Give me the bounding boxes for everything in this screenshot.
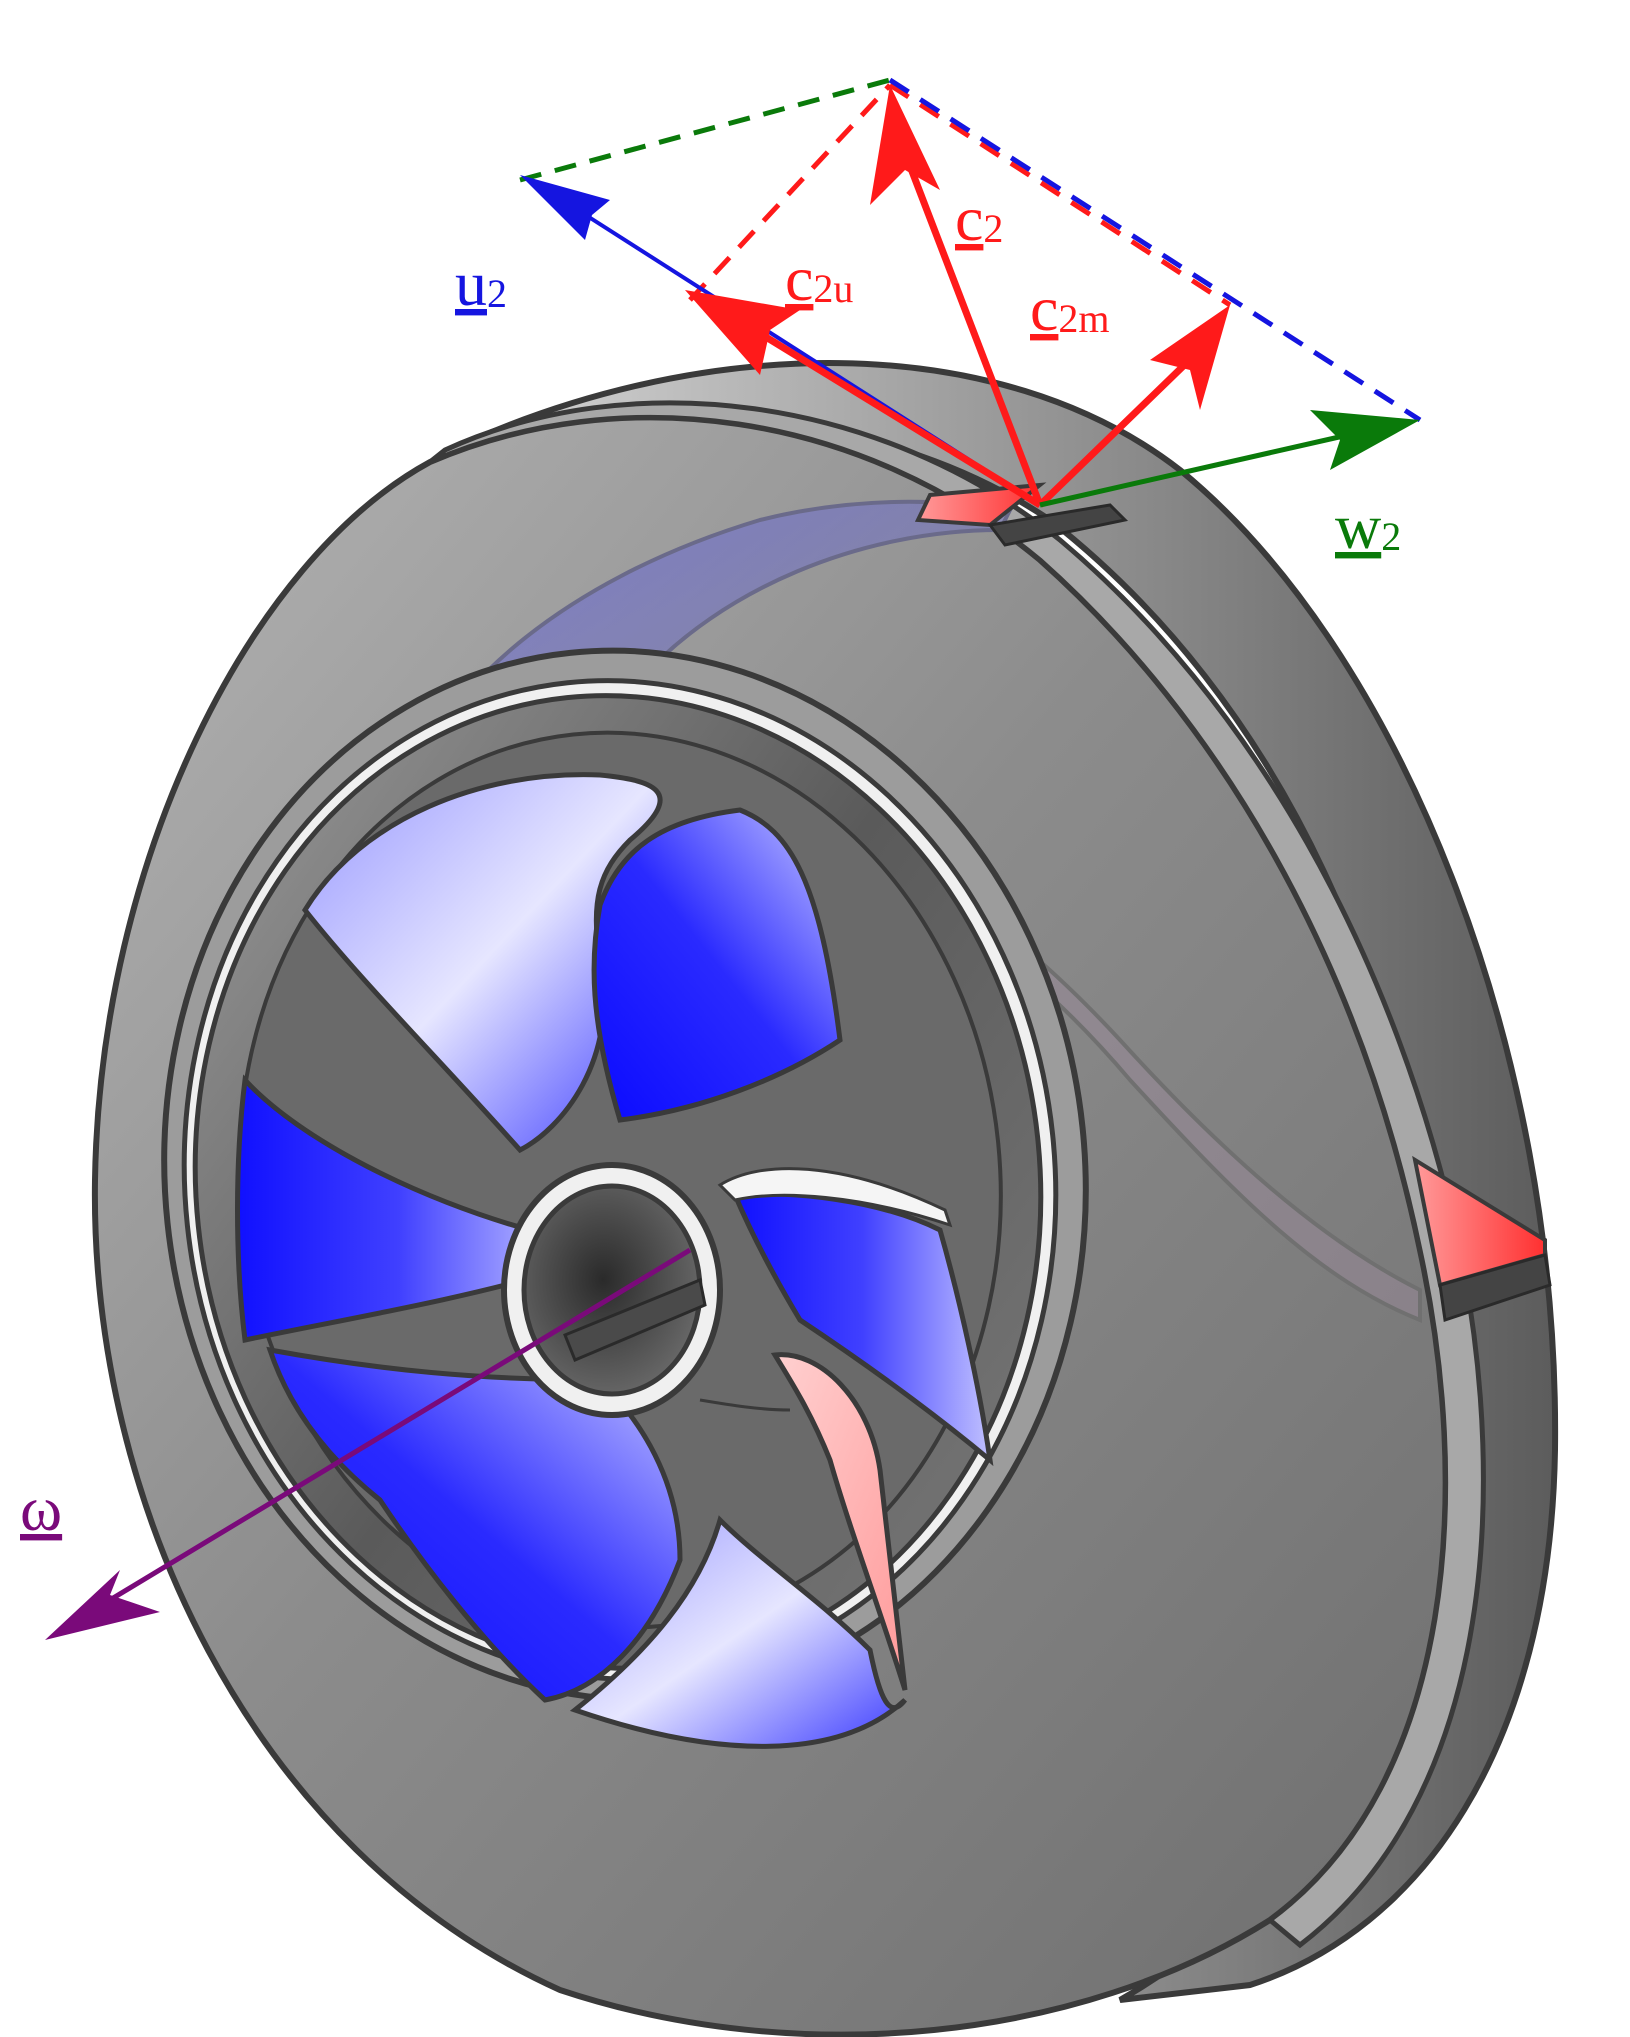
label-c2-sub: 2 xyxy=(983,206,1003,251)
label-u2: u2 xyxy=(455,248,507,319)
blade-right xyxy=(731,1191,994,1467)
label-omega: ω xyxy=(20,1473,62,1544)
disc-outer-band xyxy=(428,400,1486,1949)
label-omega-main: ω xyxy=(20,1473,62,1544)
blade-upper xyxy=(591,807,843,1123)
label-c2u-main: c xyxy=(785,243,813,314)
c2m-vector xyxy=(1037,305,1230,508)
svg-text:w2: w2 xyxy=(1335,491,1401,562)
c2-vector xyxy=(870,85,1044,507)
label-c2m: c2m xyxy=(1030,273,1110,344)
label-c2u: c2u xyxy=(785,243,853,314)
label-u2-sub: 2 xyxy=(487,271,507,316)
blade-pink-sliver xyxy=(770,1352,908,1691)
label-c2: c2 xyxy=(955,183,1003,254)
svg-text:c2m: c2m xyxy=(1030,273,1110,344)
blade-upper-left xyxy=(301,772,663,1154)
label-c2u-sub: 2u xyxy=(813,266,853,311)
label-c2-main: c xyxy=(955,183,983,254)
label-w2: w2 xyxy=(1335,491,1401,562)
blade-lower-left xyxy=(266,1346,683,1703)
svg-text:c2: c2 xyxy=(955,183,1003,254)
disc-back-rim xyxy=(438,360,1559,2003)
label-u2-main: u xyxy=(455,248,487,319)
label-w2-sub: 2 xyxy=(1381,514,1401,559)
label-w2-main: w xyxy=(1335,491,1381,562)
c2u-vector xyxy=(685,290,1042,508)
w2-vector xyxy=(1039,410,1420,508)
blade-left xyxy=(235,1074,565,1344)
blade-lower xyxy=(569,1515,907,1749)
impeller-blades xyxy=(235,772,994,1749)
svg-text:c2u: c2u xyxy=(785,243,853,314)
blade-outlet-top xyxy=(914,482,1129,547)
label-c2m-sub: 2m xyxy=(1058,296,1109,341)
velocity-construction-lines xyxy=(519,77,1422,423)
omega-axis-vector xyxy=(45,1247,692,1640)
svg-text:ω: ω xyxy=(20,1473,62,1544)
svg-text:u2: u2 xyxy=(455,248,507,319)
hub-shaft xyxy=(501,1162,791,1418)
label-c2m-main: c xyxy=(1030,273,1058,344)
blade-outlet-right xyxy=(1412,1155,1552,1322)
